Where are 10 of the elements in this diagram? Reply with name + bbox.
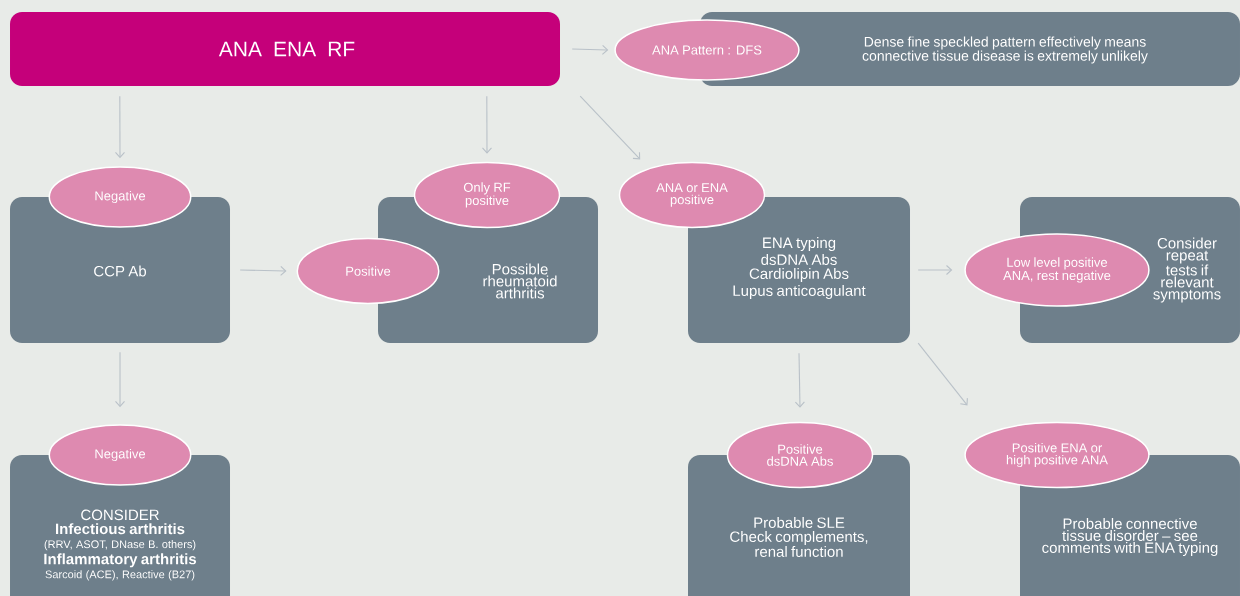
arrow — [114, 351, 126, 408]
arrow — [794, 352, 805, 408]
arrow — [917, 342, 968, 406]
arrow — [239, 265, 287, 276]
arrow — [114, 95, 126, 159]
arrow — [571, 44, 609, 55]
arrow — [917, 264, 953, 276]
title-box: ANA ENA RF — [10, 12, 560, 86]
arrow — [481, 95, 493, 154]
arrow — [579, 95, 641, 160]
